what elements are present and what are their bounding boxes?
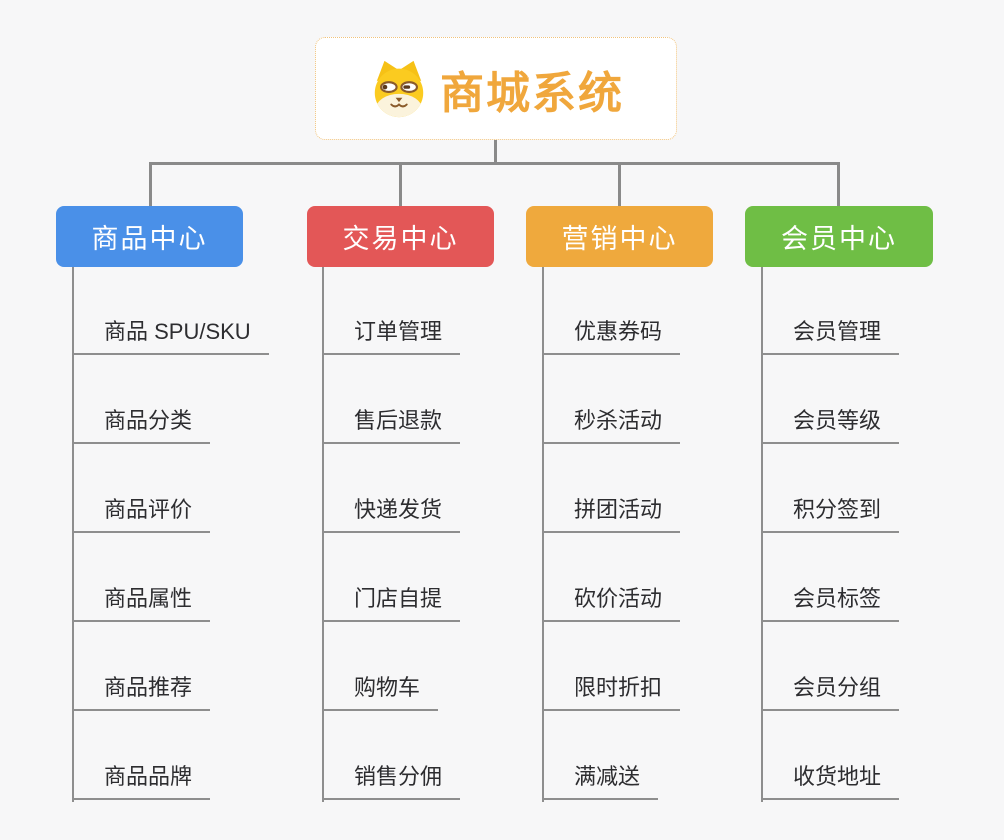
tree-item[interactable]: 限时折扣 (542, 671, 681, 711)
connector-drop-trade (399, 162, 402, 208)
connector-horizontal (149, 162, 840, 165)
branch-header-product-center[interactable]: 商品中心 (56, 206, 243, 267)
tree-item[interactable]: 商品推荐 (72, 671, 211, 711)
branch-header-marketing-center[interactable]: 营销中心 (526, 206, 713, 267)
connector-trunk-product (72, 267, 74, 802)
connector-drop-member (837, 162, 840, 208)
branch-header-trade-center[interactable]: 交易中心 (307, 206, 494, 267)
root-title: 商城系统 (440, 68, 624, 118)
branch-header-member-center[interactable]: 会员中心 (745, 206, 933, 267)
dog-face-icon (368, 58, 430, 120)
tree-item[interactable]: 商品属性 (72, 582, 211, 622)
connector-root-stub (494, 140, 497, 164)
tree-item[interactable]: 门店自提 (322, 582, 461, 622)
tree-item[interactable]: 商品 SPU/SKU (72, 315, 269, 355)
tree-item[interactable]: 砍价活动 (542, 582, 681, 622)
tree-item[interactable]: 商品品牌 (72, 760, 211, 800)
tree-item[interactable]: 收货地址 (761, 760, 900, 800)
tree-item[interactable]: 会员分组 (761, 671, 900, 711)
tree-item[interactable]: 满减送 (542, 760, 659, 800)
tree-item[interactable]: 拼团活动 (542, 493, 681, 533)
tree-item[interactable]: 秒杀活动 (542, 404, 681, 444)
tree-item[interactable]: 积分签到 (761, 493, 900, 533)
tree-item[interactable]: 商品评价 (72, 493, 211, 533)
connector-trunk-member (761, 267, 763, 802)
tree-item[interactable]: 销售分佣 (322, 760, 461, 800)
tree-item[interactable]: 购物车 (322, 671, 439, 711)
root-node[interactable]: 商城系统 (315, 37, 677, 140)
tree-item[interactable]: 快递发货 (322, 493, 461, 533)
tree-item[interactable]: 优惠券码 (542, 315, 681, 355)
tree-item[interactable]: 售后退款 (322, 404, 461, 444)
tree-item[interactable]: 会员管理 (761, 315, 900, 355)
connector-trunk-trade (322, 267, 324, 802)
connector-drop-marketing (618, 162, 621, 208)
connector-drop-product (149, 162, 152, 208)
tree-item[interactable]: 会员标签 (761, 582, 900, 622)
connector-trunk-marketing (542, 267, 544, 802)
tree-item[interactable]: 商品分类 (72, 404, 211, 444)
tree-item[interactable]: 订单管理 (322, 315, 461, 355)
tree-item[interactable]: 会员等级 (761, 404, 900, 444)
